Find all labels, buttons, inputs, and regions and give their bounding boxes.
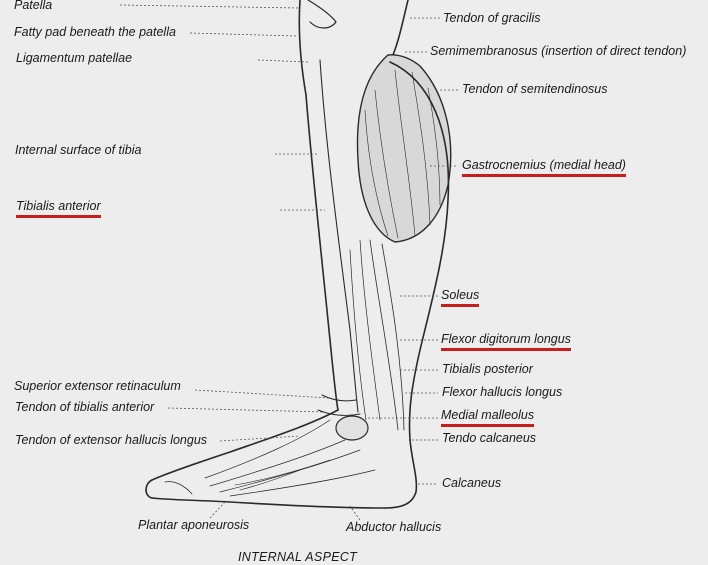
label-fatty-pad: Fatty pad beneath the patella xyxy=(14,25,176,39)
heel-outline xyxy=(384,439,418,509)
label-abductor-hallucis: Abductor hallucis xyxy=(346,520,442,534)
medial-malleolus-shape xyxy=(335,415,369,441)
gastrocnemius-shape xyxy=(356,54,452,243)
label-tibialis-anterior: Tibialis anterior xyxy=(16,199,101,218)
label-tendon-semitendinosus: Tendon of semitendinosus xyxy=(462,82,608,96)
label-tendo-calcaneus: Tendo calcaneus xyxy=(442,431,537,445)
big-toe-shape xyxy=(145,479,153,499)
thigh-back-outline xyxy=(389,0,409,63)
knee-outline xyxy=(298,0,307,96)
foot-sole-outline xyxy=(151,497,386,509)
label-calcaneus: Calcaneus xyxy=(442,476,502,490)
label-gastrocnemius: Gastrocnemius (medial head) xyxy=(462,158,626,177)
label-tibialis-posterior: Tibialis posterior xyxy=(442,362,533,376)
tibia-front-edge xyxy=(305,94,339,411)
label-flexor-hallucis-longus: Flexor hallucis longus xyxy=(442,385,563,399)
patella-shape xyxy=(307,0,337,29)
label-plantar-aponeurosis: Plantar aponeurosis xyxy=(138,518,250,532)
label-superior-extensor-retinaculum: Superior extensor retinaculum xyxy=(14,379,181,393)
label-ligamentum-patellae: Ligamentum patellae xyxy=(16,51,133,65)
foot-dorsum-outline xyxy=(151,409,339,481)
figure-caption: INTERNAL ASPECT xyxy=(238,550,358,564)
label-medial-malleolus: Medial malleolus xyxy=(441,408,535,427)
tibia-inner-edge xyxy=(319,59,359,413)
label-tendon-tibialis-anterior: Tendon of tibialis anterior xyxy=(15,400,155,414)
label-internal-surface-tibia: Internal surface of tibia xyxy=(15,143,142,157)
label-flexor-digitorum-longus: Flexor digitorum longus xyxy=(441,332,571,351)
label-tendon-gracilis: Tendon of gracilis xyxy=(443,11,541,25)
label-tendon-extensor-hallucis-longus: Tendon of extensor hallucis longus xyxy=(15,433,208,447)
label-patella: Patella xyxy=(14,0,53,12)
calf-back-outline xyxy=(389,61,450,441)
label-soleus: Soleus xyxy=(441,288,480,307)
label-semimembranosus: Semimembranosus (insertion of direct ten… xyxy=(430,44,687,58)
